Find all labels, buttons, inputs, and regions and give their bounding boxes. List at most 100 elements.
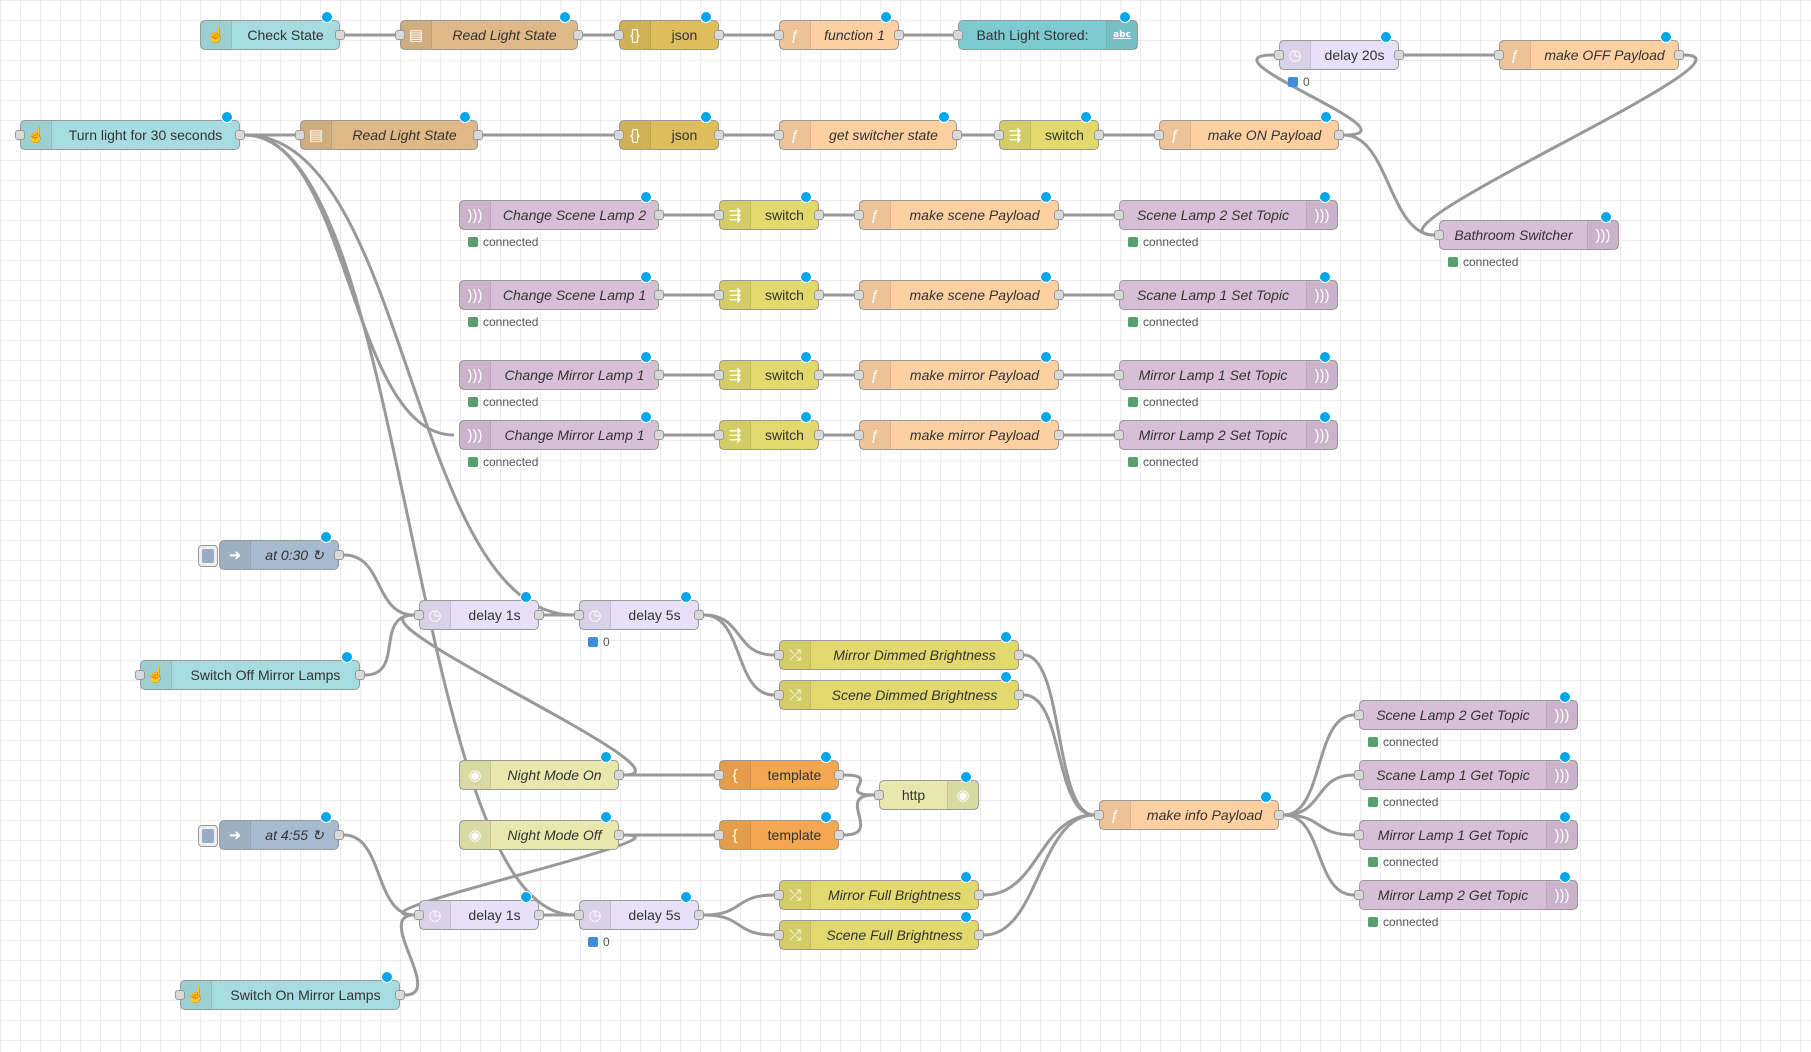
node-sl1set[interactable]: Scane Lamp 1 Set Topic)))connected: [1114, 271, 1338, 329]
wire[interactable]: [1255, 53, 1363, 137]
node-ml1get[interactable]: Mirror Lamp 1 Get Topic)))connected: [1354, 811, 1578, 869]
node-switch-off[interactable]: ☝Switch Off Mirror Lamps: [135, 651, 365, 690]
node-bath-sw[interactable]: Bathroom Switcher)))connected: [1434, 211, 1619, 269]
output-port[interactable]: [974, 890, 984, 900]
wire[interactable]: [401, 613, 637, 777]
node-sw1[interactable]: ⇶switch: [714, 191, 824, 230]
output-port[interactable]: [814, 430, 824, 440]
input-port[interactable]: [714, 290, 724, 300]
output-port[interactable]: [1014, 650, 1024, 660]
output-port[interactable]: [654, 370, 664, 380]
inject-button[interactable]: [198, 545, 218, 567]
output-port[interactable]: [614, 770, 624, 780]
input-port[interactable]: [774, 690, 784, 700]
wire[interactable]: [983, 813, 1095, 937]
input-port[interactable]: [614, 130, 624, 140]
input-port[interactable]: [1154, 130, 1164, 140]
node-turn30[interactable]: ☝Turn light for 30 seconds: [15, 111, 245, 150]
node-json1[interactable]: {}json: [614, 11, 724, 50]
output-port[interactable]: [1334, 130, 1344, 140]
node-tpl1[interactable]: {template: [714, 751, 844, 790]
wire[interactable]: [703, 613, 775, 697]
inject-button[interactable]: [198, 825, 218, 847]
input-port[interactable]: [774, 650, 784, 660]
output-port[interactable]: [974, 930, 984, 940]
input-port[interactable]: [414, 610, 424, 620]
wire[interactable]: [343, 553, 415, 617]
output-port[interactable]: [714, 30, 724, 40]
wire[interactable]: [244, 133, 575, 917]
node-night-on[interactable]: ◉Night Mode On: [459, 751, 624, 790]
input-port[interactable]: [1114, 210, 1124, 220]
node-sw2[interactable]: ⇶switch: [714, 271, 824, 310]
node-scene-full[interactable]: ⤮Scene Full Brightness: [774, 911, 984, 950]
node-night-off[interactable]: ◉Night Mode Off: [459, 811, 624, 850]
wire[interactable]: [703, 913, 775, 937]
input-port[interactable]: [1354, 770, 1364, 780]
node-sw4[interactable]: ⇶switch: [714, 411, 824, 450]
output-port[interactable]: [1094, 130, 1104, 140]
wire[interactable]: [983, 813, 1095, 897]
output-port[interactable]: [335, 30, 345, 40]
output-port[interactable]: [1054, 430, 1064, 440]
output-port[interactable]: [334, 830, 344, 840]
input-port[interactable]: [614, 30, 624, 40]
input-port[interactable]: [1354, 830, 1364, 840]
output-port[interactable]: [1274, 810, 1284, 820]
output-port[interactable]: [1014, 690, 1024, 700]
wire[interactable]: [343, 833, 415, 917]
wire[interactable]: [1343, 133, 1435, 237]
wire[interactable]: [399, 913, 420, 997]
output-port[interactable]: [654, 290, 664, 300]
output-port[interactable]: [814, 290, 824, 300]
input-port[interactable]: [714, 770, 724, 780]
input-port[interactable]: [854, 370, 864, 380]
node-switch-on[interactable]: ☝Switch On Mirror Lamps: [175, 971, 405, 1010]
output-port[interactable]: [355, 670, 365, 680]
node-http[interactable]: http◉: [874, 771, 979, 810]
output-port[interactable]: [714, 130, 724, 140]
node-ml2set[interactable]: Mirror Lamp 2 Set Topic)))connected: [1114, 411, 1338, 469]
input-port[interactable]: [395, 30, 405, 40]
output-port[interactable]: [1054, 210, 1064, 220]
node-delay1a[interactable]: ◷delay 1s: [414, 591, 544, 630]
node-check-state[interactable]: ☝Check State: [200, 11, 345, 50]
input-port[interactable]: [774, 130, 784, 140]
input-port[interactable]: [854, 210, 864, 220]
input-port[interactable]: [1494, 50, 1504, 60]
wire[interactable]: [843, 793, 875, 837]
node-sw0[interactable]: ⇶switch: [994, 111, 1104, 150]
input-port[interactable]: [15, 130, 25, 140]
output-port[interactable]: [534, 910, 544, 920]
output-port[interactable]: [654, 210, 664, 220]
node-mirror-dim[interactable]: ⤮Mirror Dimmed Brightness: [774, 631, 1024, 670]
input-port[interactable]: [414, 910, 424, 920]
input-port[interactable]: [714, 370, 724, 380]
wire[interactable]: [1283, 813, 1355, 897]
input-port[interactable]: [854, 430, 864, 440]
node-mirror-full[interactable]: ⤮Mirror Full Brightness: [774, 871, 984, 910]
node-sl2get[interactable]: Scene Lamp 2 Get Topic)))connected: [1354, 691, 1578, 749]
node-ml2get[interactable]: Mirror Lamp 2 Get Topic)))connected: [1354, 871, 1578, 929]
output-port[interactable]: [614, 830, 624, 840]
wire[interactable]: [703, 893, 775, 917]
input-port[interactable]: [714, 830, 724, 840]
output-port[interactable]: [834, 830, 844, 840]
input-port[interactable]: [1354, 890, 1364, 900]
output-port[interactable]: [694, 610, 704, 620]
node-at030[interactable]: ➜at 0:30 ↻: [198, 531, 344, 570]
output-port[interactable]: [334, 550, 344, 560]
wire[interactable]: [244, 133, 575, 617]
